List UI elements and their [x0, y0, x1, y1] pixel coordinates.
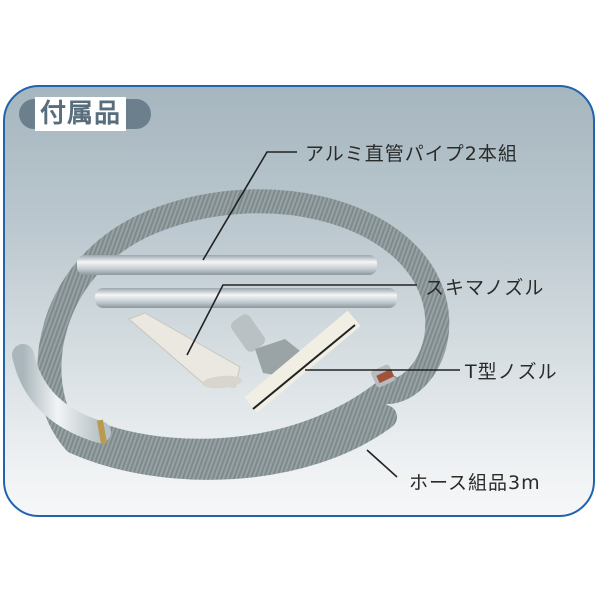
accessories-panel: 付属品	[3, 85, 595, 517]
t-nozzle-icon	[231, 310, 361, 413]
callout-t-nozzle: T型ノズル	[465, 361, 558, 383]
elbow-pipe-icon	[12, 344, 111, 445]
crevice-nozzle-icon	[128, 312, 242, 389]
callout-hose: ホース組品3m	[409, 472, 541, 494]
leader-lines	[186, 151, 460, 478]
aluminum-pipe-icon	[77, 255, 397, 308]
callout-crevice-nozzle: スキマノズル	[425, 277, 545, 299]
page-title: 付属品	[35, 97, 127, 131]
accessories-illustration	[12, 151, 460, 480]
callout-aluminum-pipe: アルミ直管パイプ2本組	[305, 143, 518, 165]
